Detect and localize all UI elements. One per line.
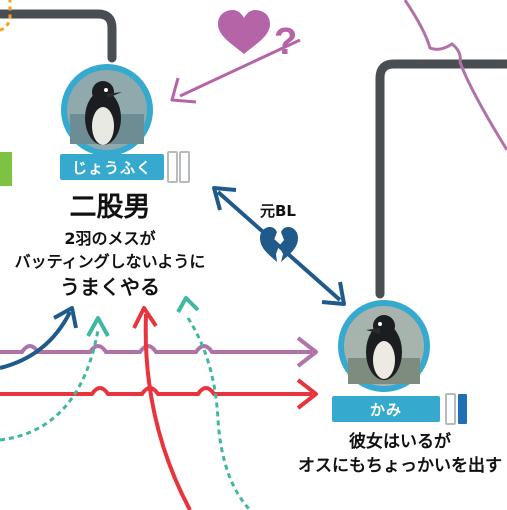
- purple-line-top-right: [403, 0, 507, 151]
- purple-horizontal-arrow: [0, 344, 312, 354]
- joufuku-desc-line-2: バッティングしないように: [14, 252, 206, 271]
- kami-desc-line-2: オスにもちょっかいを出す: [298, 456, 502, 476]
- kami-desc-line-1: 彼女はいるが: [349, 432, 451, 452]
- ex-bl-label: 元BL: [260, 202, 296, 220]
- joufuku-title: 二股男: [69, 192, 151, 223]
- kami-portrait: [338, 300, 430, 392]
- green-dashed-arrowhead-2: [176, 296, 200, 313]
- navy-arrowhead-top: [212, 186, 237, 211]
- navy-curve-arrowhead: [53, 306, 78, 329]
- purple-arrowhead: [170, 77, 197, 104]
- navy-arrowhead-bottom: [321, 281, 346, 306]
- kami-status-bar-2: [458, 394, 467, 424]
- green-dashed-arrowhead-1: [86, 316, 110, 337]
- dark-connector-right: [375, 59, 507, 299]
- orange-dotted-fragment: [0, 0, 12, 32]
- joufuku-portrait: [61, 64, 153, 156]
- red-vertical-curve: [143, 313, 192, 510]
- red-horizontal-arrowhead: [296, 378, 318, 410]
- red-horizontal-arrow: [0, 386, 312, 396]
- purple-horizontal-arrowhead: [296, 336, 318, 368]
- joufuku-status-bar-2: [179, 151, 190, 183]
- red-vertical-arrowhead: [132, 306, 158, 329]
- navy-curve-left: [0, 311, 72, 370]
- joufuku-name-tag: じょうふく: [60, 154, 164, 180]
- joufuku-desc-line-1: 2羽のメスが: [64, 229, 156, 248]
- broken-heart-icon: [260, 227, 298, 262]
- green-dashed-line-2: [186, 317, 252, 510]
- kami-status-bar-1: [445, 393, 456, 425]
- heart-icon: [218, 10, 270, 54]
- joufuku-desc-emph: うまくやる: [60, 275, 160, 299]
- dark-connector-top: [0, 9, 117, 63]
- green-dashed-line-1: [0, 329, 100, 442]
- kami-name-tag: かみ: [332, 396, 440, 422]
- purple-arrow-to-joufuku: [179, 38, 301, 98]
- joufuku-status-bar-1: [167, 151, 178, 183]
- left-green-block: [0, 152, 12, 186]
- question-mark: ?: [274, 21, 297, 63]
